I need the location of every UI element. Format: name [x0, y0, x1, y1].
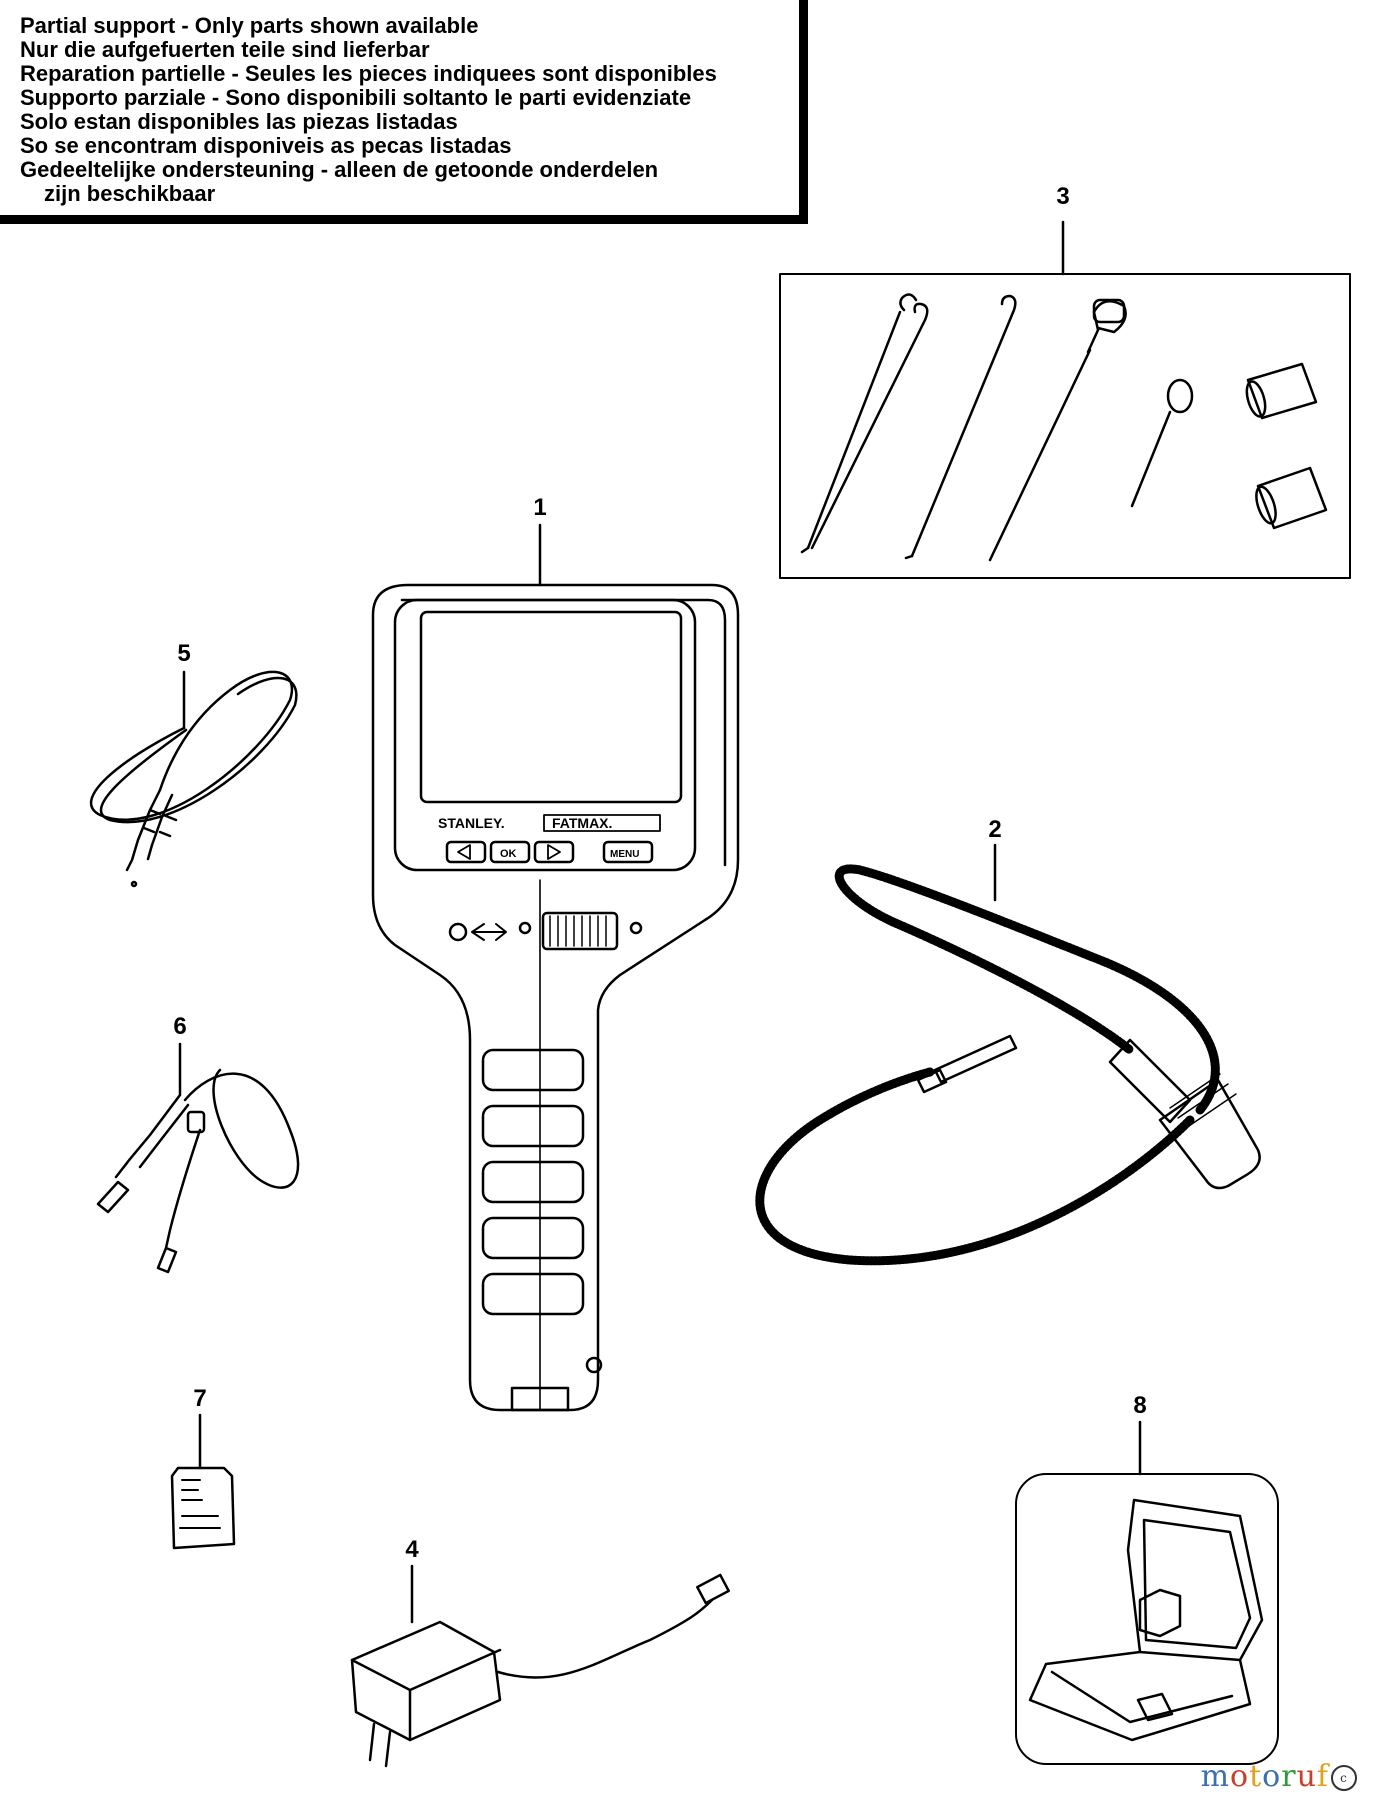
notice-line-de: Nur die aufgefuerten teile sind lieferba…: [20, 37, 430, 62]
watermark-char: o: [1262, 1759, 1282, 1794]
notice-line-it: Supporto parziale - Sono disponibili sol…: [20, 85, 692, 110]
inspection-camera-drawing: [371, 523, 740, 1412]
device-brand: STANLEY.: [438, 815, 505, 831]
notice-line-pt: So se encontram disponiveis as pecas lis…: [20, 133, 512, 158]
sd-card-drawing: [170, 1413, 236, 1550]
carry-case-drawing: [1015, 1420, 1279, 1765]
notice-line-es: Solo estan disponibles las piezas listad…: [20, 109, 458, 134]
watermark-char: t: [1249, 1759, 1263, 1794]
device-model: FATMAX.: [552, 815, 612, 831]
notice-line-nl-cont: zijn beschikbaar: [44, 181, 216, 206]
device-ok-label: OK: [500, 848, 517, 860]
notice-line-fr: Reparation partielle - Seules les pieces…: [20, 61, 717, 86]
partial-support-notice: Partial support - Only parts shown avail…: [0, 0, 808, 224]
usb-cable-drawing: [96, 1042, 300, 1274]
accessory-set-drawing: [779, 220, 1351, 579]
watermark-char: r: [1281, 1759, 1297, 1794]
watermark-char: u: [1296, 1759, 1317, 1794]
part-number-2: 2: [988, 816, 1002, 843]
av-cable-drawing: [89, 670, 298, 888]
watermark-char: f: [1316, 1759, 1329, 1794]
part-number-8: 8: [1133, 1392, 1147, 1419]
notice-line-en: Partial support - Only parts shown avail…: [20, 13, 479, 38]
watermark-char: o: [1230, 1759, 1250, 1794]
gooseneck-probe-drawing: [755, 843, 1261, 1266]
part-number-4: 4: [405, 1536, 419, 1563]
part-number-5: 5: [177, 640, 191, 667]
part-number-3: 3: [1056, 183, 1070, 210]
charger-drawing: [350, 1564, 730, 1768]
part-number-7: 7: [193, 1385, 207, 1412]
part-number-1: 1: [533, 494, 547, 521]
notice-line-nl: Gedeeltelijke ondersteuning - alleen de …: [20, 157, 659, 182]
part-number-6: 6: [173, 1013, 187, 1040]
device-menu-label: MENU: [610, 849, 639, 860]
watermark-badge: c: [1331, 1765, 1357, 1791]
watermark-char: m: [1200, 1759, 1231, 1794]
